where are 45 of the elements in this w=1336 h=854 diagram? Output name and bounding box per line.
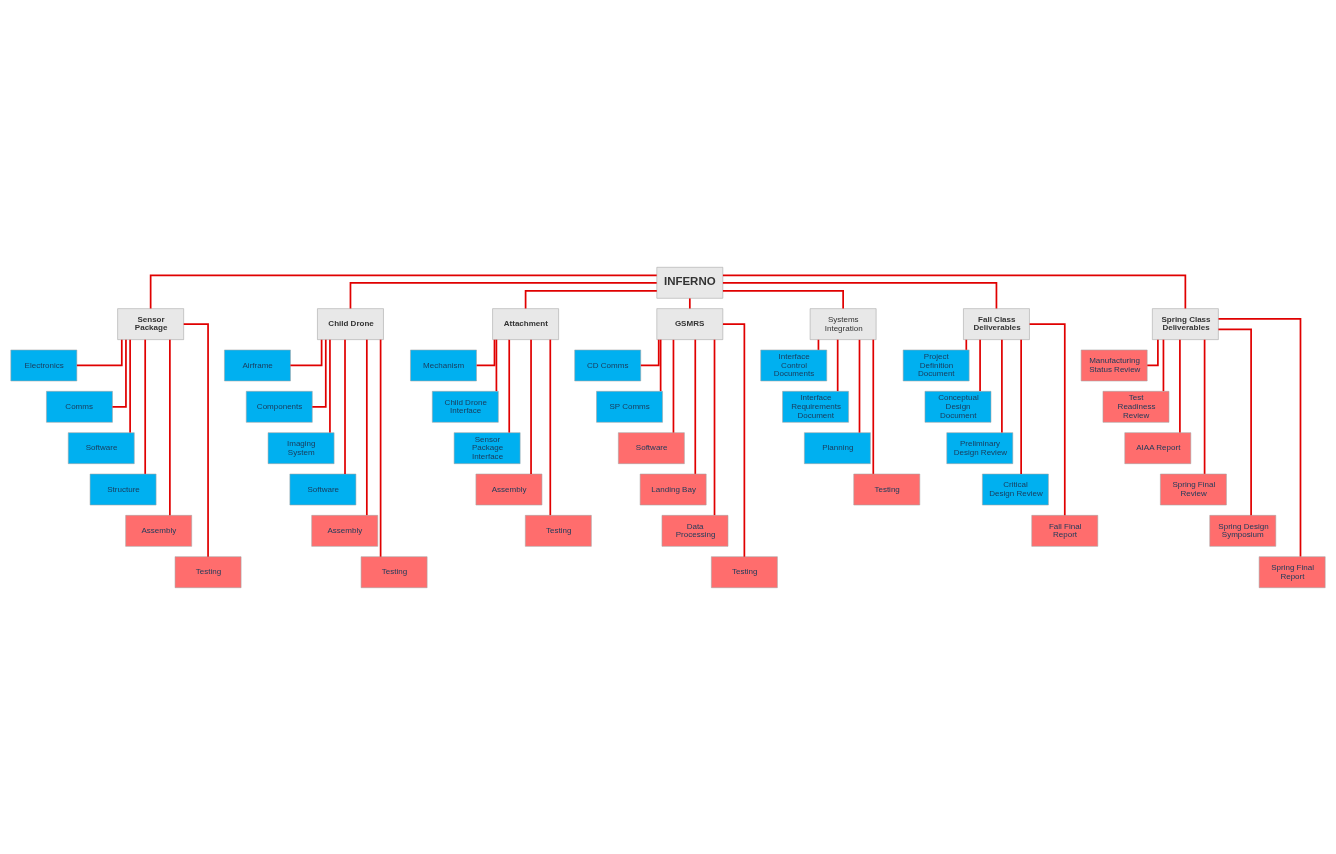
connector bbox=[1217, 327, 1252, 516]
connector bbox=[722, 289, 844, 309]
connector bbox=[169, 338, 171, 516]
connector bbox=[365, 338, 368, 516]
connector bbox=[111, 338, 127, 408]
connector bbox=[524, 289, 658, 309]
connector bbox=[149, 273, 658, 309]
connector bbox=[549, 338, 552, 516]
connector bbox=[872, 338, 875, 475]
connector bbox=[858, 338, 861, 433]
connector bbox=[713, 338, 716, 516]
connector bbox=[1217, 317, 1302, 557]
connector bbox=[530, 338, 532, 475]
connector bbox=[1203, 338, 1206, 475]
connector bbox=[182, 322, 209, 558]
connector bbox=[76, 338, 123, 366]
connector bbox=[722, 273, 1187, 309]
connector bbox=[659, 338, 662, 392]
connector bbox=[129, 338, 131, 433]
connector bbox=[836, 338, 839, 392]
connector bbox=[640, 338, 660, 366]
connector bbox=[1162, 338, 1165, 392]
connector bbox=[1020, 338, 1022, 475]
connector bbox=[289, 338, 323, 366]
connector bbox=[672, 338, 675, 433]
connector bbox=[1179, 338, 1181, 433]
connector bbox=[349, 281, 658, 309]
connector bbox=[475, 338, 496, 366]
connector bbox=[379, 338, 382, 558]
connector bbox=[722, 281, 998, 309]
connector bbox=[1028, 322, 1066, 516]
node-box: INFERNO bbox=[656, 266, 724, 299]
connector bbox=[508, 338, 511, 433]
connector bbox=[144, 338, 147, 475]
connector bbox=[495, 338, 498, 392]
connector bbox=[329, 338, 331, 433]
connector bbox=[688, 297, 691, 309]
connector bbox=[722, 322, 746, 558]
connector bbox=[694, 338, 697, 475]
connector bbox=[965, 338, 968, 351]
connector bbox=[979, 338, 981, 392]
connector bbox=[344, 338, 346, 475]
connector bbox=[311, 338, 327, 408]
connector bbox=[1146, 338, 1159, 366]
connector bbox=[1001, 338, 1003, 433]
